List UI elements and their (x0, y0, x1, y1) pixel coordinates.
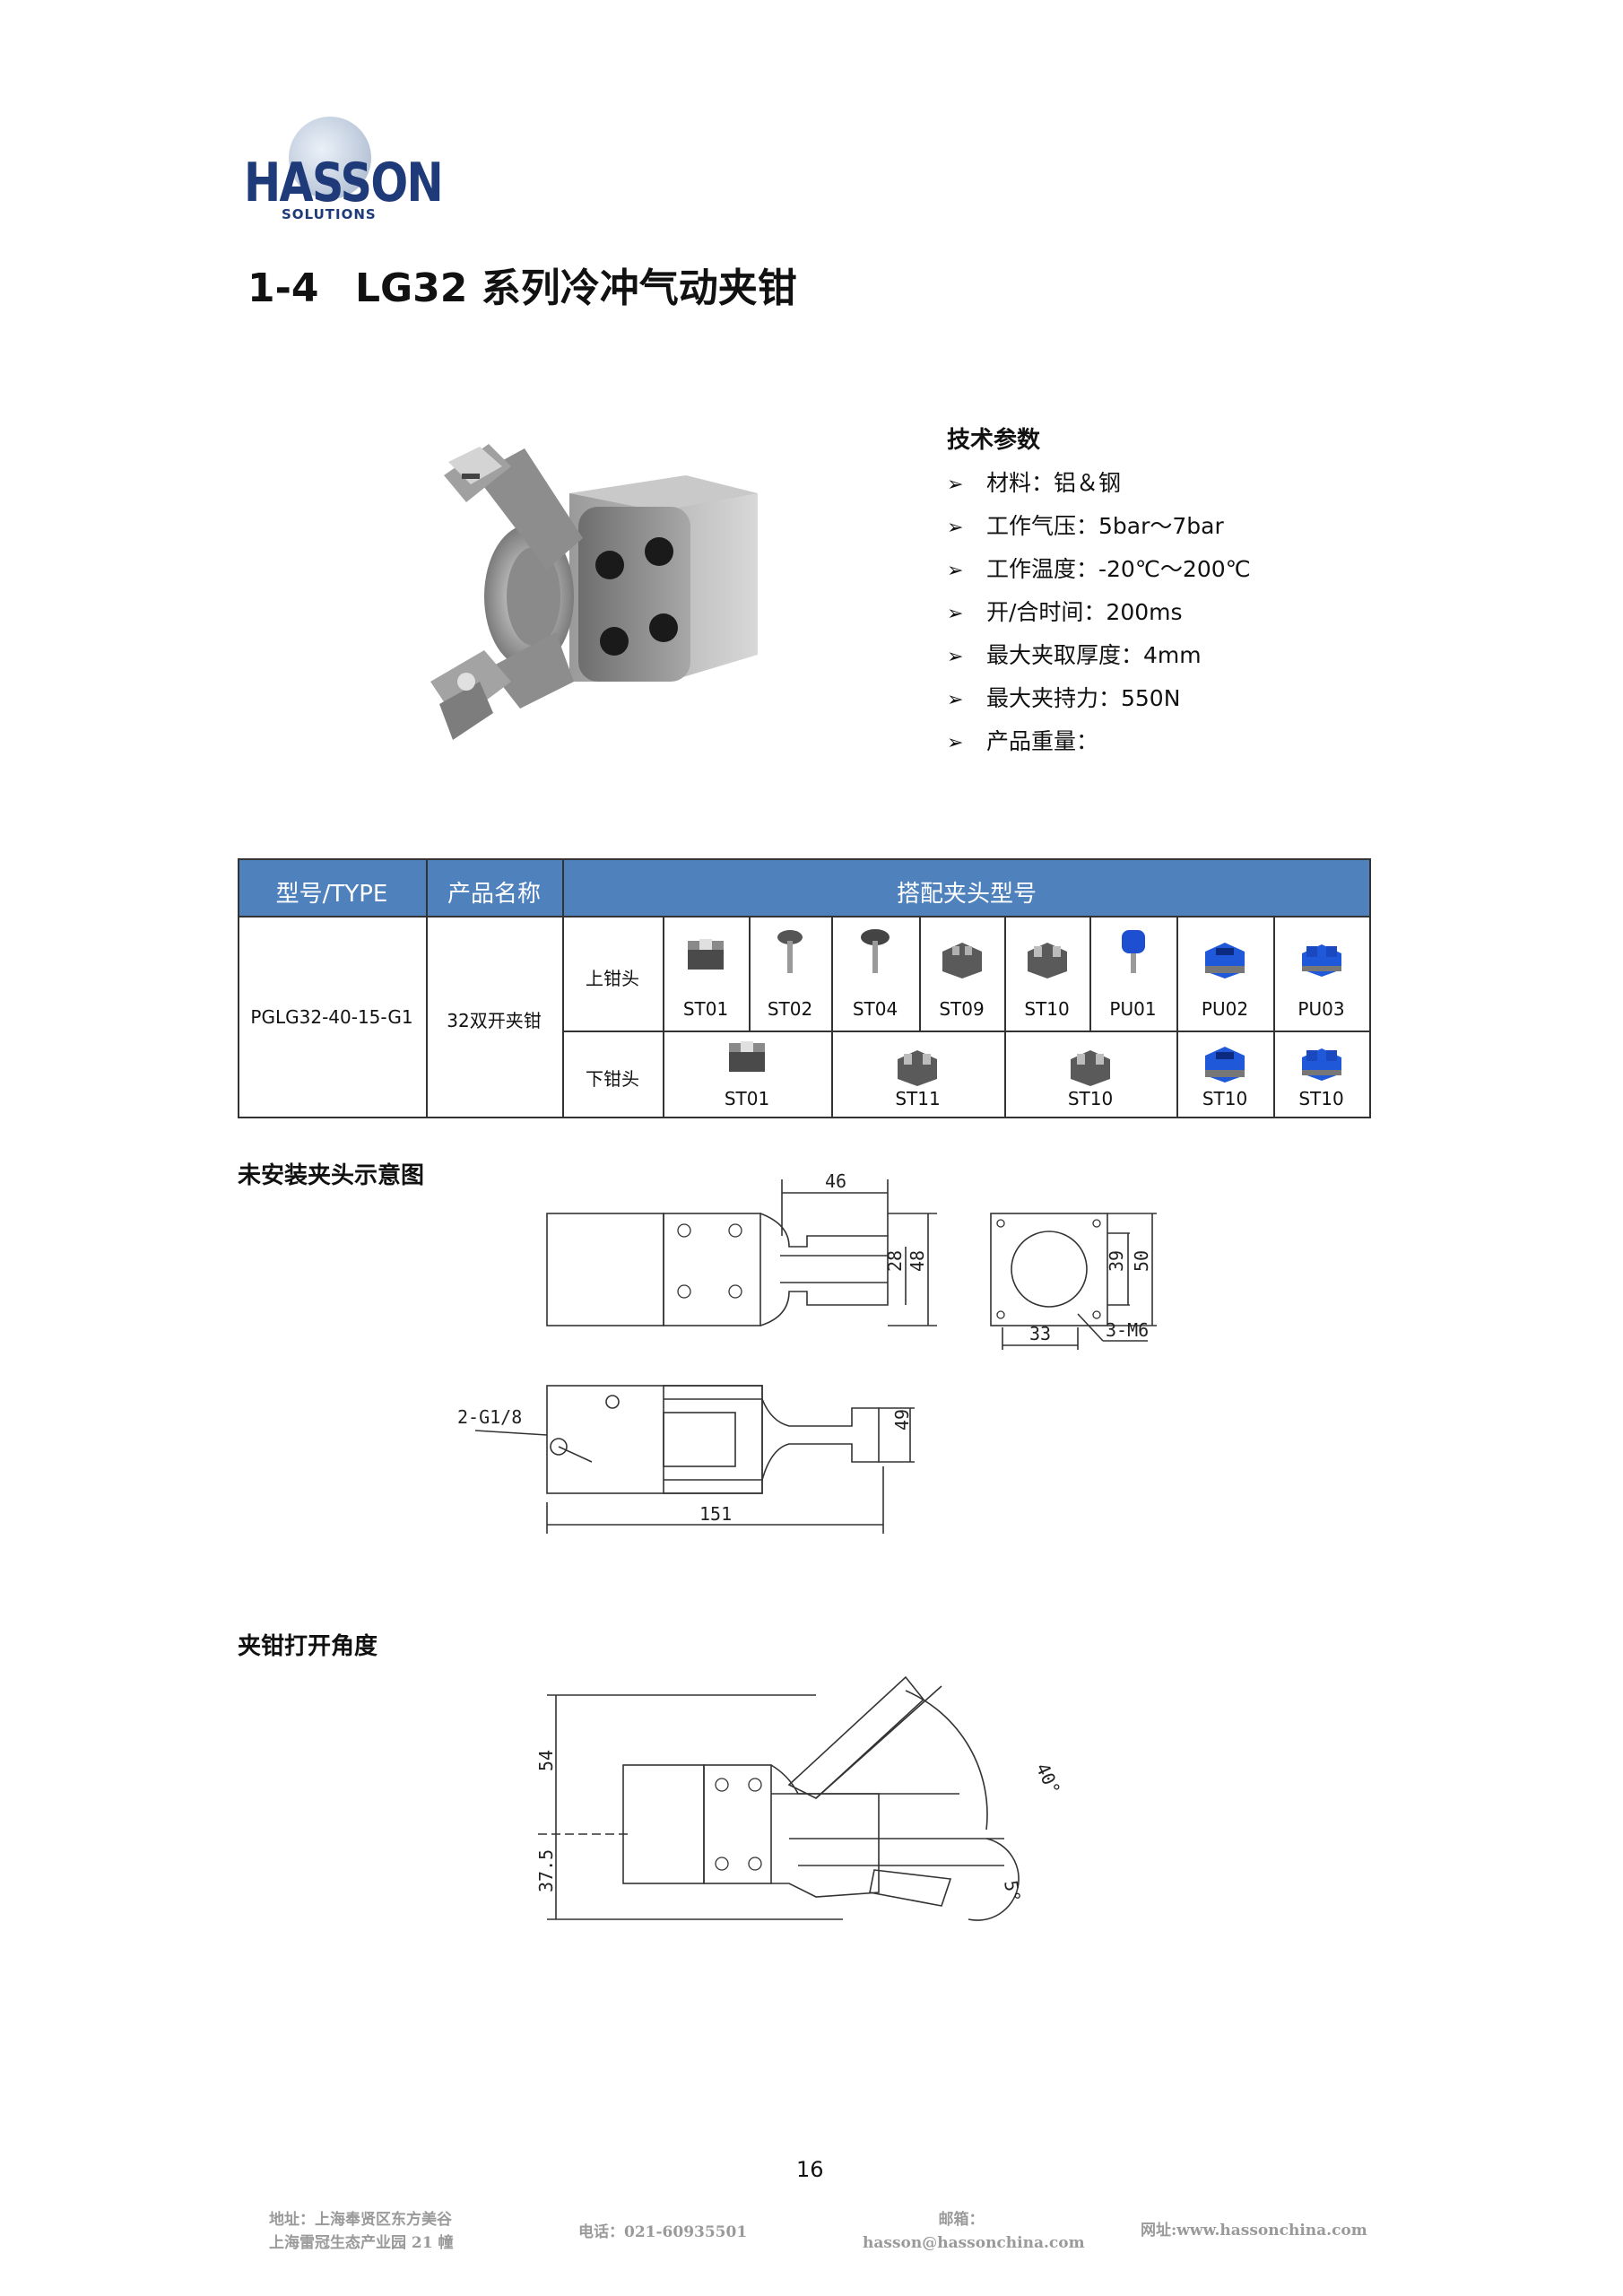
spec-list: ➢材料：铝＆钢 ➢工作气压：5bar～7bar ➢工作温度：-20℃～200℃ … (947, 462, 1251, 763)
model-table: 型号/TYPE 产品名称 搭配夹头型号 PGLG32-40-15-G1 32双开… (238, 858, 1371, 1118)
gripper-st01-icon (729, 1041, 765, 1072)
gripper-pu02-icon (1205, 943, 1245, 978)
arrow-bullet-icon: ➢ (947, 560, 964, 582)
spec-item: ➢最大夹取厚度：4mm (947, 634, 1251, 677)
gripper-st02-icon (777, 930, 803, 973)
dim-37-5: 37.5 (535, 1849, 557, 1892)
spec-item: ➢产品重量： (947, 720, 1251, 763)
drawing-uninstalled: 46 28 48 39 50 33 3-M6 2-G1/8 49 151 (457, 1170, 1157, 1534)
dim-3m6: 3-M6 (1106, 1319, 1149, 1341)
upper-code: ST02 (767, 998, 813, 1020)
header-heads: 搭配夹头型号 (896, 881, 1037, 908)
footer-address: 地址：上海奉贤区东方美谷 上海雷冠生态产业园 21 幢 (269, 2211, 454, 2252)
arrow-bullet-icon: ➢ (947, 474, 964, 496)
angle-5: 5° (1000, 1879, 1025, 1904)
gripper-st09-icon (942, 943, 982, 978)
dim-2gv8: 2-G1/8 (457, 1406, 522, 1428)
lower-code: ST10 (1067, 1088, 1114, 1109)
dim-46: 46 (825, 1170, 846, 1192)
gripper-st10-blue-icon (1302, 1048, 1341, 1081)
gripper-st04-icon (861, 929, 890, 973)
lower-head-label: 下钳头 (586, 1068, 639, 1090)
gripper-st10-icon (1071, 1050, 1110, 1086)
spec-item: ➢开/合时间：200ms (947, 591, 1251, 634)
dim-28: 28 (884, 1250, 906, 1272)
dim-54: 54 (535, 1750, 557, 1771)
footer-email: 邮箱： hasson@hassonchina.com (863, 2211, 1085, 2252)
page-title: 1-4 LG32 系列冷冲气动夹钳 (247, 256, 797, 313)
upper-code: ST10 (1024, 998, 1070, 1020)
dim-48: 48 (907, 1250, 928, 1272)
gripper-st11-icon (898, 1050, 937, 1086)
section-number: 1-4 (247, 265, 319, 311)
product-image (430, 444, 758, 740)
upper-code: PU02 (1201, 998, 1249, 1020)
arrow-bullet-icon: ➢ (947, 646, 964, 668)
specs-title: 技术参数 (947, 427, 1041, 454)
globe-icon (289, 117, 371, 199)
lower-code: ST01 (724, 1088, 770, 1109)
footer-website[interactable]: 网址:www.hassonchina.com (1141, 2222, 1367, 2239)
arrow-bullet-icon: ➢ (947, 732, 964, 754)
section-title: LG32 系列冷冲气动夹钳 (355, 265, 797, 311)
upper-code: ST09 (939, 998, 985, 1020)
company-logo: HASSON SOLUTIONS (244, 117, 444, 222)
lower-code: ST10 (1298, 1088, 1344, 1109)
gripper-pu03-icon (1302, 944, 1341, 977)
logo-brand: HASSON (244, 152, 444, 214)
arrow-bullet-icon: ➢ (947, 603, 964, 625)
footer-phone: 电话：021-60935501 (578, 2223, 748, 2241)
spec-item: ➢最大夹持力：550N (947, 677, 1251, 720)
header-type: 型号/TYPE (275, 881, 388, 908)
gripper-pu01-icon (1122, 930, 1145, 973)
header-name: 产品名称 (447, 881, 541, 908)
model-number: PGLG32-40-15-G1 (250, 1006, 413, 1028)
upper-code: ST04 (852, 998, 898, 1020)
section-title-open-angle: 夹钳打开角度 (238, 1633, 378, 1660)
spec-item: ➢工作气压：5bar～7bar (947, 505, 1251, 548)
spec-item: ➢材料：铝＆钢 (947, 462, 1251, 505)
drawing-open-angle: 54 37.5 40° 5° (535, 1675, 1064, 1921)
gripper-st01-icon (688, 939, 724, 970)
arrow-bullet-icon: ➢ (947, 517, 964, 539)
upper-code: ST01 (682, 998, 729, 1020)
upper-code: PU03 (1298, 998, 1345, 1020)
arrow-bullet-icon: ➢ (947, 689, 964, 711)
angle-40: 40° (1031, 1760, 1064, 1798)
dim-49: 49 (891, 1409, 913, 1431)
dim-50: 50 (1131, 1250, 1152, 1272)
lower-code: ST11 (895, 1088, 941, 1109)
gripper-st10-blue-icon (1205, 1047, 1245, 1083)
gripper-st10-icon (1028, 943, 1067, 978)
section-title-uninstalled: 未安装夹头示意图 (238, 1162, 425, 1189)
spec-item: ➢工作温度：-20℃～200℃ (947, 548, 1251, 591)
dim-33: 33 (1029, 1323, 1051, 1344)
product-name: 32双开夹钳 (447, 1010, 542, 1031)
logo-subtitle: SOLUTIONS (282, 206, 377, 222)
upper-head-label: 上钳头 (586, 968, 639, 989)
dim-151: 151 (699, 1503, 732, 1525)
page-number: 16 (796, 2157, 824, 2182)
upper-code: PU01 (1109, 998, 1157, 1020)
dim-39: 39 (1106, 1250, 1127, 1272)
lower-code: ST10 (1202, 1088, 1248, 1109)
